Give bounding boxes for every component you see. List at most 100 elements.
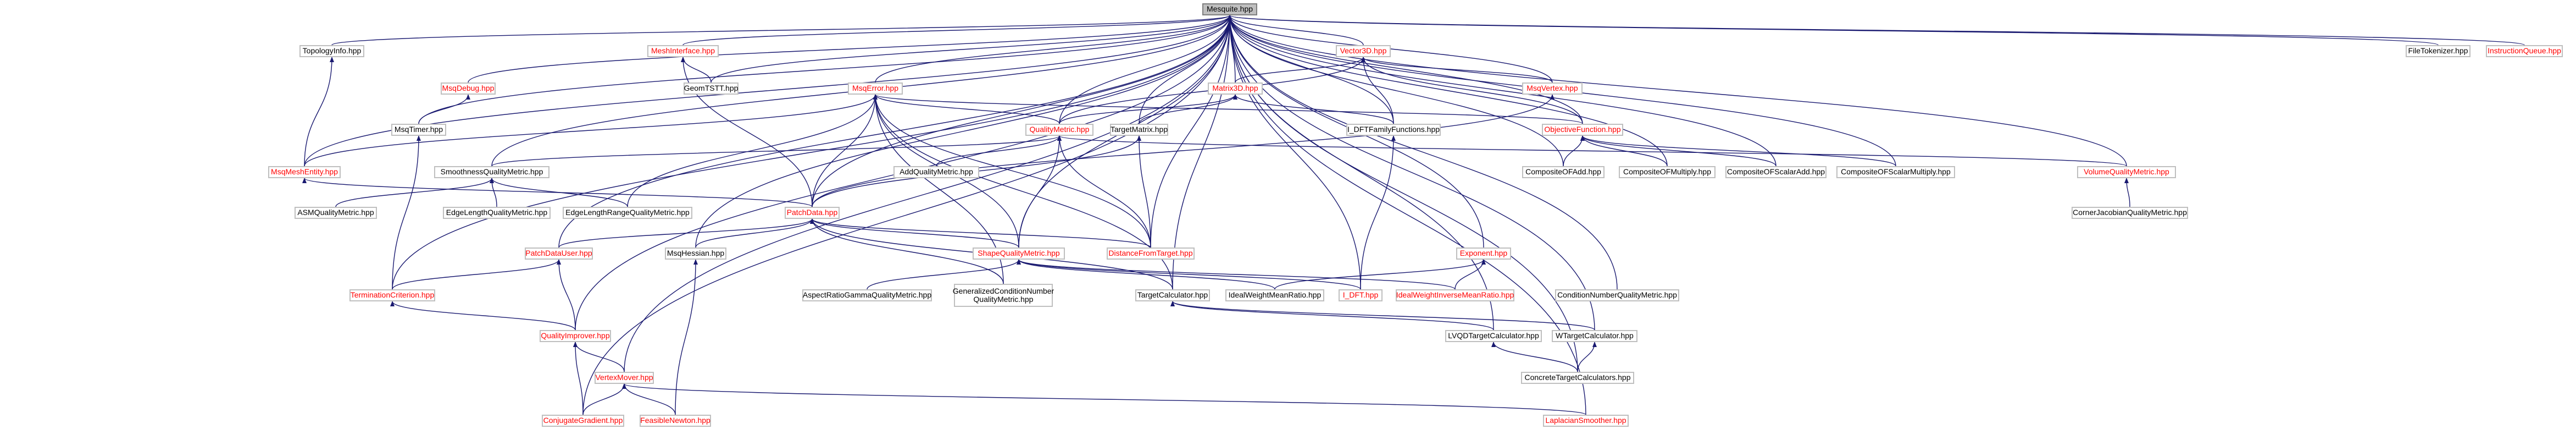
edge-distance_from_target-to-quality_metric (1057, 135, 1151, 248)
edge-msq_debug-to-mesquite (468, 15, 1232, 83)
edge-laplacian_smoother-to-vertex_mover (622, 383, 1586, 415)
edge-distance_from_target-to-msq_error (873, 94, 1151, 248)
edge-vertex_mover-to-mesquite (624, 15, 1232, 372)
edge-msq_hessian-to-patch_data (695, 218, 814, 248)
node-lvqd-target-calculator[interactable]: LVQDTargetCalculator.hpp (1445, 330, 1542, 342)
node-condition-number-quality-metric[interactable]: ConditionNumberQualityMetric.hpp (1555, 289, 1679, 301)
edge-corner_jacobian_qm-to-volume_qm (2124, 178, 2130, 207)
edge-volume_qm-to-quality_metric (1057, 135, 2127, 167)
node-add-quality-metric[interactable]: AddQualityMetric.hpp (893, 166, 979, 178)
node-shape-quality-metric[interactable]: ShapeQualityMetric.hpp (973, 248, 1065, 260)
edge-smoothness_qm-to-quality_metric (491, 135, 1062, 167)
edge-msq_mesh_entity-to-msq_error (304, 94, 878, 167)
edge-composite_of_multiply-to-objective_function (1580, 135, 1668, 167)
node-instruction-queue[interactable]: InstructionQueue.hpp (2486, 45, 2563, 57)
node-msq-error[interactable]: MsqError.hpp (848, 82, 903, 95)
node-corner-jacobian-quality-metric[interactable]: CornerJacobianQualityMetric.hpp (2072, 207, 2188, 219)
node-feasible-newton[interactable]: FeasibleNewton.hpp (640, 415, 711, 427)
node-laplacian-smoother[interactable]: LaplacianSmoother.hpp (1543, 415, 1629, 427)
node-composite-of-scalar-add[interactable]: CompositeOFScalarAdd.hpp (1725, 166, 1826, 178)
node-i-dft[interactable]: I_DFT.hpp (1339, 289, 1383, 301)
edge-file_tokenizer-to-mesquite (1228, 15, 2439, 46)
edge-msq_timer-to-mesquite (418, 15, 1232, 124)
node-composite-of-scalar-multiply[interactable]: CompositeOFScalarMultiply.hpp (1836, 166, 1955, 178)
edge-patch_data-to-msq_mesh_entity (302, 178, 813, 207)
edge-patch_data-to-msq_error (812, 94, 878, 207)
node-msq-hessian[interactable]: MsqHessian.hpp (665, 248, 726, 260)
edge-generalized_condition_number_qm-to-patch_data (810, 218, 1004, 284)
edge-laplacian_smoother-to-mesquite (1228, 15, 1586, 415)
node-ideal-weight-mean-ratio[interactable]: IdealWeightMeanRatio.hpp (1225, 289, 1324, 301)
edge-msq_hessian-to-mesquite (695, 15, 1232, 248)
edge-ideal_weight_inverse_mean_ratio-to-shape_qm (1017, 259, 1456, 290)
node-conjugate-gradient[interactable]: ConjugateGradient.hpp (542, 415, 624, 427)
node-target-calculator[interactable]: TargetCalculator.hpp (1135, 289, 1210, 301)
edge-feasible_newton-to-vertex_mover (622, 383, 676, 415)
edge-edge_length_range_qm-to-msq_error (627, 94, 878, 207)
edge-target_calculator-to-mesquite (1172, 15, 1232, 290)
edge-objective_function-to-msq_error (873, 94, 1583, 124)
edge-concrete_target_calculators-to-lvqdt_target_calculator (1491, 342, 1578, 372)
edge-ideal_weight_inverse_mean_ratio-to-exponent (1454, 259, 1486, 290)
edge-asm_qm-to-smoothness_qm (335, 178, 494, 207)
node-objective-function[interactable]: ObjectiveFunction.hpp (1542, 124, 1623, 136)
node-generalized-condition-number-quality-metric[interactable]: GeneralizedConditionNumber QualityMetric… (953, 284, 1054, 307)
edge-matrix3d-to-vector3d (1235, 57, 1365, 83)
node-mesquite[interactable]: Mesquite.hpp (1202, 3, 1257, 15)
node-matrix3d[interactable]: Matrix3D.hpp (1208, 82, 1263, 95)
edge-geom_tstt-to-mesquite (710, 15, 1232, 83)
node-msq-timer[interactable]: MsqTimer.hpp (391, 124, 446, 136)
node-target-matrix[interactable]: TargetMatrix.hpp (1110, 124, 1168, 136)
node-ideal-weight-inverse-mean-ratio[interactable]: IdealWeightInverseMeanRatio.hpp (1396, 289, 1514, 301)
edge-i_dft_family-to-matrix3d (1233, 94, 1394, 124)
node-composite-of-multiply[interactable]: CompositeOFMultiply.hpp (1619, 166, 1716, 178)
node-asm-quality-metric[interactable]: ASMQualityMetric.hpp (295, 207, 377, 219)
node-volume-quality-metric[interactable]: VolumeQualityMetric.hpp (2077, 166, 2176, 178)
edge-shape_qm-to-patch_data (810, 218, 1019, 248)
node-file-tokenizer[interactable]: FileTokenizer.hpp (2406, 45, 2470, 57)
node-aspect-ratio-gamma-quality-metric[interactable]: AspectRatioGammaQualityMetric.hpp (802, 289, 932, 301)
node-w-target-calculator[interactable]: WTargetCalculator.hpp (1552, 330, 1637, 342)
edge-i_dft-to-i_dft_family (1360, 135, 1396, 290)
node-msq-vertex[interactable]: MsqVertex.hpp (1522, 82, 1583, 95)
node-mesh-interface[interactable]: MeshInterface.hpp (647, 45, 719, 57)
edge-msq_timer-to-msq_debug (418, 94, 470, 124)
node-composite-of-add[interactable]: CompositeOFAdd.hpp (1522, 166, 1605, 178)
node-patch-data-user[interactable]: PatchDataUser.hpp (525, 248, 593, 260)
node-vertex-mover[interactable]: VertexMover.hpp (595, 372, 654, 384)
edge-conjugate_gradient-to-vertex_mover (582, 383, 626, 415)
edge-add_qm-to-quality_metric (936, 135, 1062, 167)
edge-composite_of_multiply-to-mesquite (1228, 15, 1668, 167)
edge-distance_from_target-to-mesquite (1150, 15, 1232, 248)
node-termination-criterion[interactable]: TerminationCriterion.hpp (349, 289, 435, 301)
edge-composite_of_scalar_add-to-objective_function (1580, 135, 1776, 167)
edge-quality_improver-to-patch_data_user (557, 259, 576, 331)
edge-target_matrix-to-matrix3d (1139, 94, 1237, 124)
edge-i_dft_family-to-vector3d (1361, 57, 1394, 124)
edge-lvqdt_target_calculator-to-target_calculator (1170, 301, 1494, 331)
edge-ideal_weight_mean_ratio-to-shape_qm (1017, 259, 1275, 290)
node-quality-metric[interactable]: QualityMetric.hpp (1025, 124, 1093, 136)
edge-concrete_target_calculators-to-w_target_calculator (1577, 342, 1597, 372)
node-geom-tstt[interactable]: GeomTSTT.hpp (684, 82, 739, 95)
node-edge-length-quality-metric[interactable]: EdgeLengthQualityMetric.hpp (443, 207, 551, 219)
node-topology-info[interactable]: TopologyInfo.hpp (299, 45, 364, 57)
node-edge-length-range-quality-metric[interactable]: EdgeLengthRangeQualityMetric.hpp (563, 207, 692, 219)
node-vector3d[interactable]: Vector3D.hpp (1336, 45, 1391, 57)
edge-distance_from_target-to-patch_data (810, 218, 1151, 248)
node-distance-from-target[interactable]: DistanceFromTarget.hpp (1107, 248, 1195, 260)
node-patch-data[interactable]: PatchData.hpp (785, 207, 840, 219)
node-smoothness-quality-metric[interactable]: SmoothnessQualityMetric.hpp (434, 166, 549, 178)
edge-termination_criterion-to-patch_data_user (392, 259, 561, 290)
edge-msq_mesh_entity-to-mesquite (304, 15, 1232, 167)
node-concrete-target-calculators[interactable]: ConcreteTargetCalculators.hpp (1521, 372, 1634, 384)
edge-distance_from_target-to-target_matrix (1137, 135, 1151, 248)
edge-i_dft-to-shape_qm (1017, 259, 1361, 290)
edge-aspect_ratio_gamma_qm-to-shape_qm (867, 259, 1021, 290)
node-msq-mesh-entity[interactable]: MsqMeshEntity.hpp (268, 166, 341, 178)
node-i-dft-family-functions[interactable]: I_DFTFamilyFunctions.hpp (1346, 124, 1441, 136)
node-exponent[interactable]: Exponent.hpp (1456, 248, 1511, 260)
node-quality-improver[interactable]: QualityImprover.hpp (540, 330, 611, 342)
edge-patch_data_user-to-patch_data (558, 218, 814, 248)
node-msq-debug[interactable]: MsqDebug.hpp (441, 82, 496, 95)
